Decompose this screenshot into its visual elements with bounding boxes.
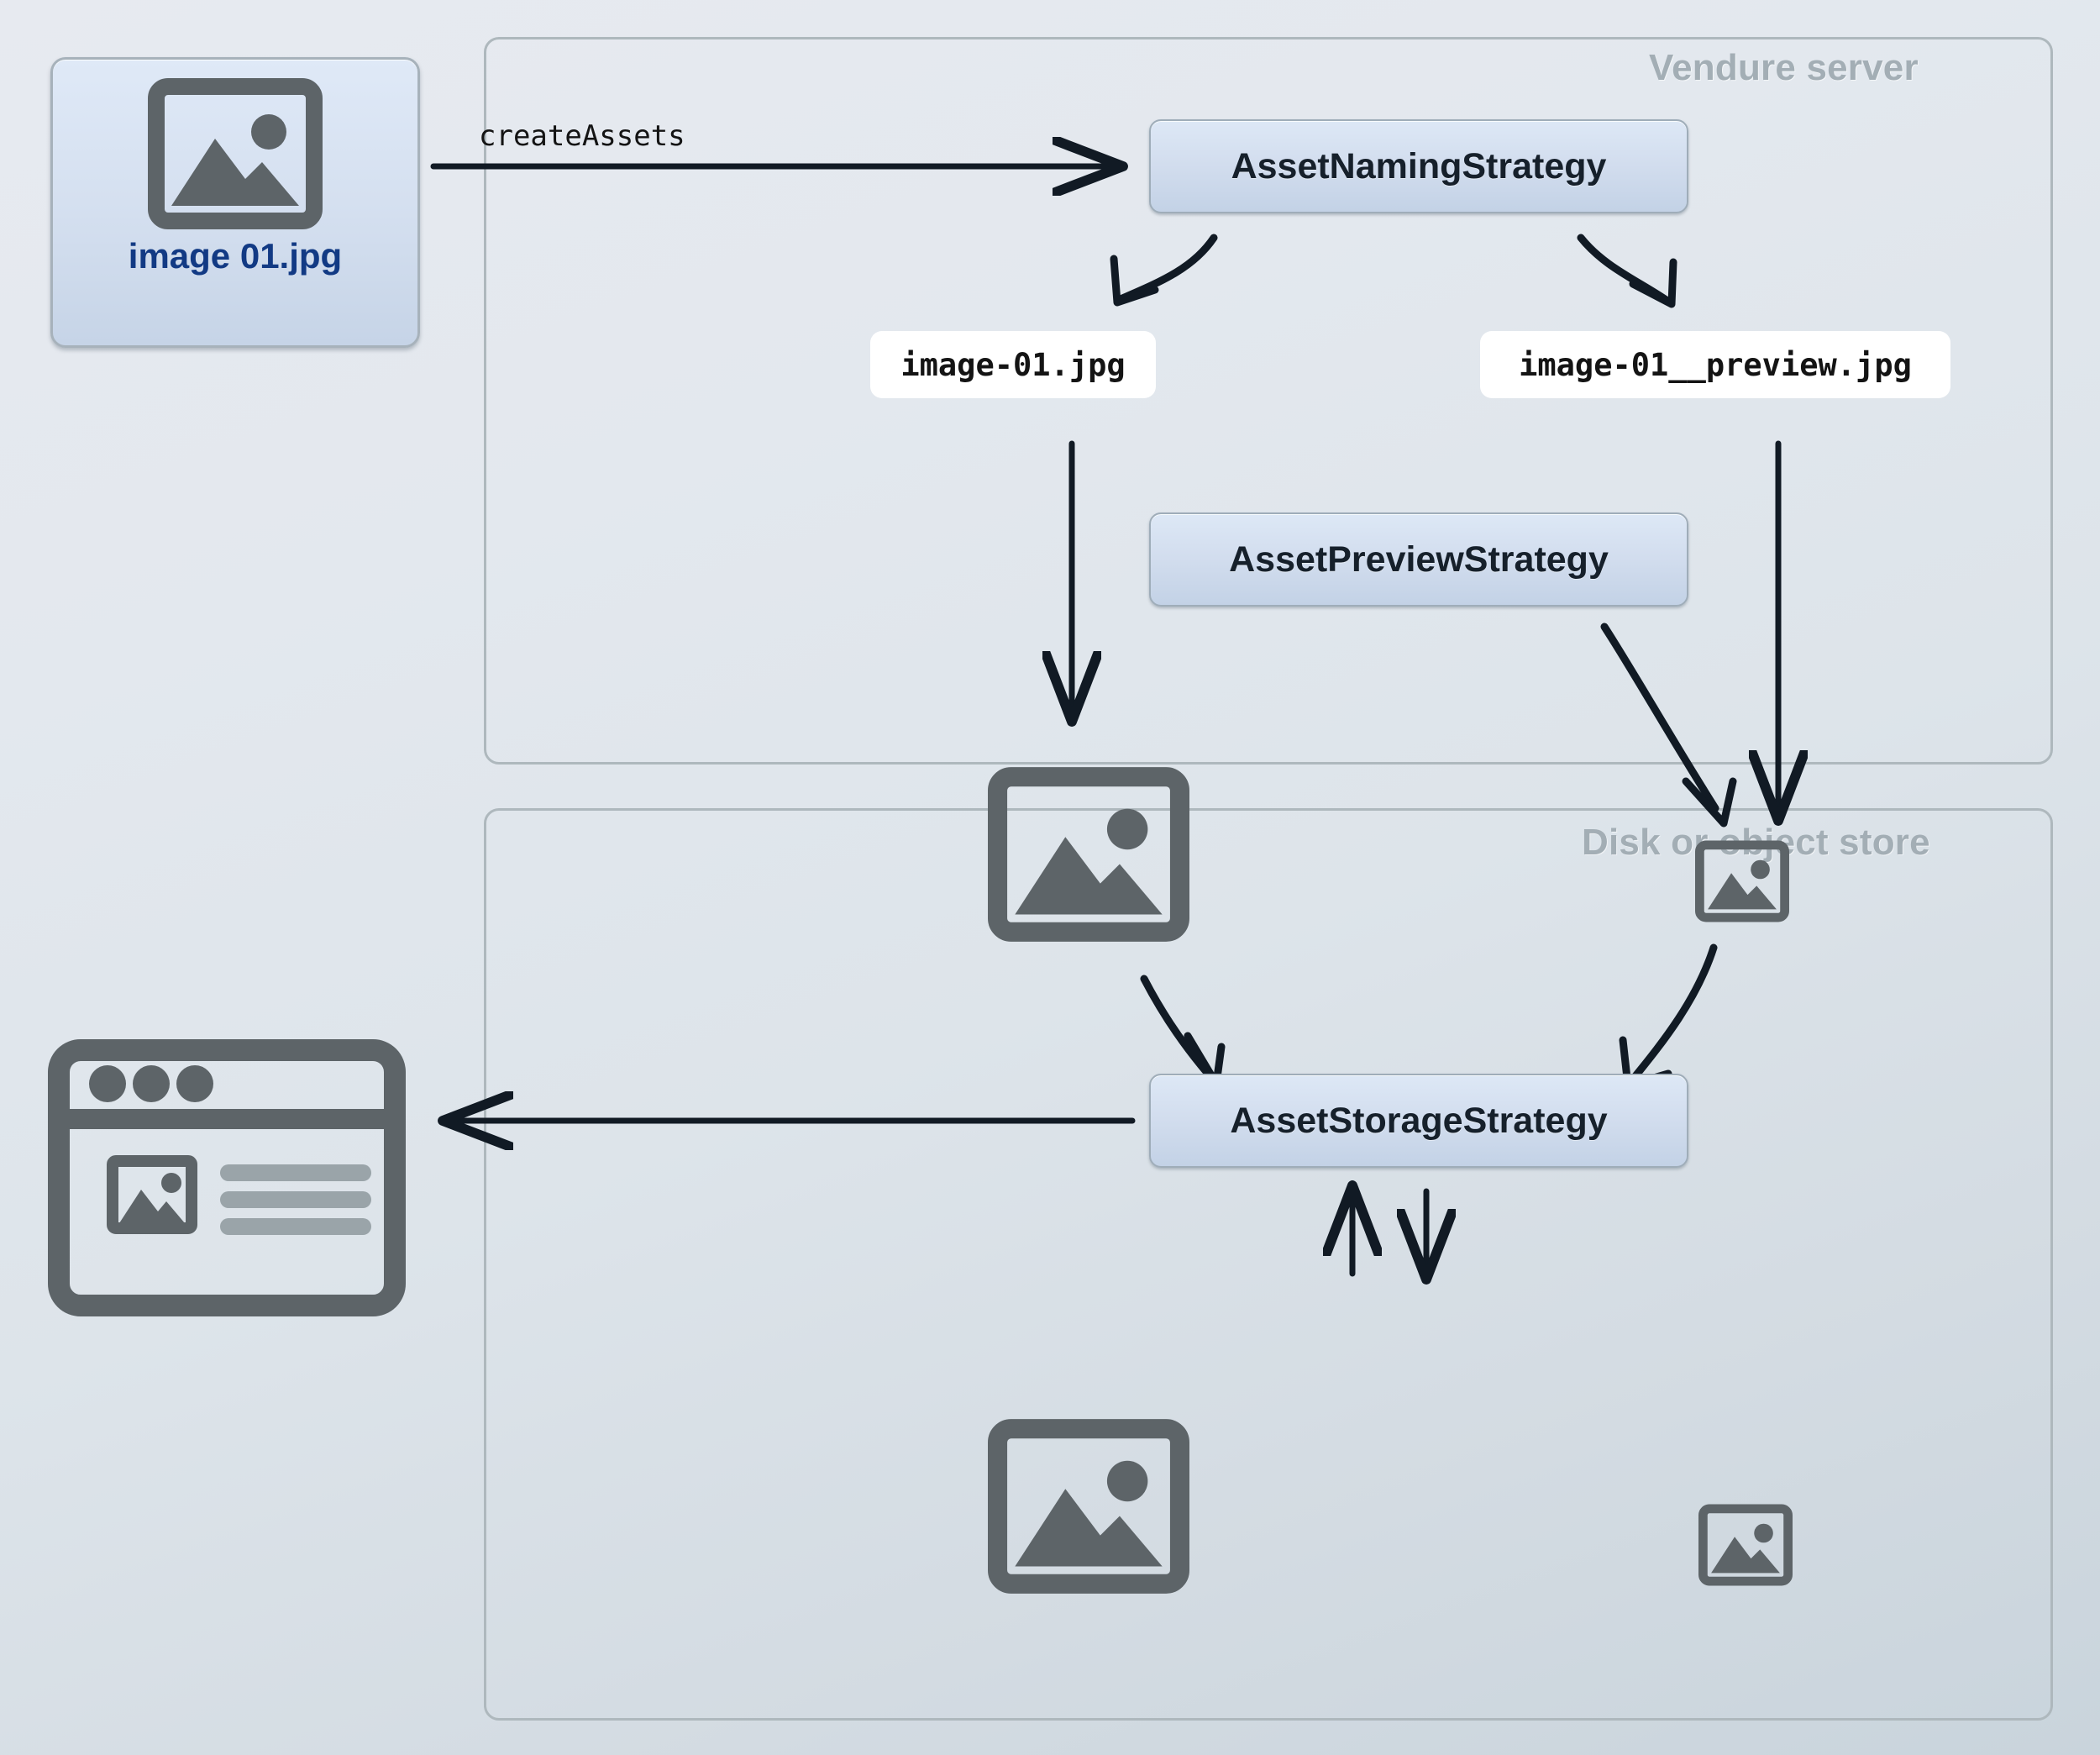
source-filename-chip: image-01.jpg [870, 331, 1156, 398]
edge-create-assets-label: createAssets [479, 119, 685, 153]
image-placeholder-icon [148, 78, 323, 229]
asset-preview-strategy-label: AssetPreviewStrategy [1229, 539, 1609, 580]
vendure-full-image-icon [988, 766, 1189, 943]
vendure-preview-image-icon [1695, 840, 1789, 922]
disk-preview-image-icon [1698, 1504, 1793, 1586]
group-vendure-server [484, 37, 2053, 765]
create-assets-text: createAssets [479, 119, 685, 153]
asset-preview-strategy-box[interactable]: AssetPreviewStrategy [1149, 512, 1688, 607]
asset-naming-strategy-box[interactable]: AssetNamingStrategy [1149, 119, 1688, 213]
asset-storage-strategy-label: AssetStorageStrategy [1230, 1100, 1608, 1141]
group-disk-or-object-store [484, 808, 2053, 1721]
preview-filename-label: image-01__preview.jpg [1519, 346, 1912, 383]
source-asset-label: image 01.jpg [128, 236, 343, 276]
source-asset-card[interactable]: image 01.jpg [50, 57, 420, 348]
asset-naming-strategy-label: AssetNamingStrategy [1231, 145, 1607, 187]
group-vendure-server-label: Vendure server [1649, 47, 1919, 88]
preview-filename-chip: image-01__preview.jpg [1480, 331, 1950, 398]
disk-full-image-icon [988, 1418, 1189, 1595]
browser-window-icon [47, 1038, 407, 1317]
asset-storage-strategy-box[interactable]: AssetStorageStrategy [1149, 1074, 1688, 1168]
source-filename-label: image-01.jpg [900, 346, 1126, 383]
